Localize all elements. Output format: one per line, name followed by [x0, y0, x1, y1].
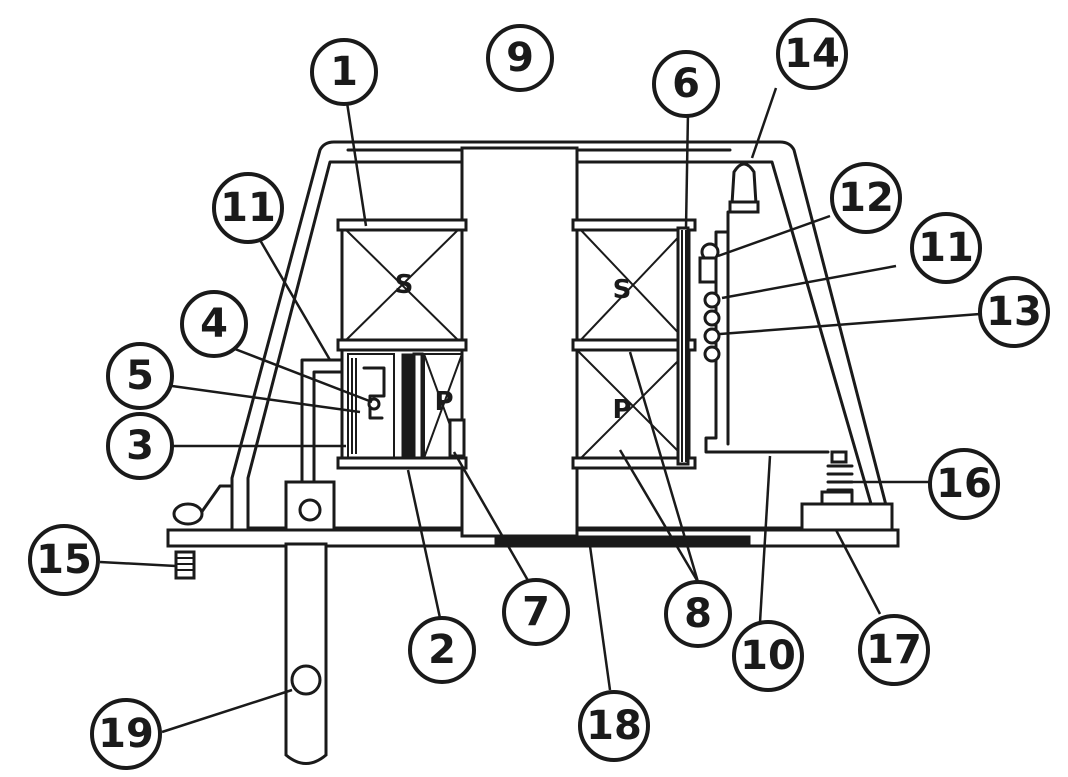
right-secondary-winding: S	[571, 218, 697, 352]
bracket	[172, 484, 234, 580]
callout-1: 1	[310, 38, 378, 106]
callout-13: 12	[830, 162, 902, 234]
callout-5: 5	[106, 342, 174, 410]
winding-label-s-right: S	[613, 275, 632, 305]
callout-8: 8	[664, 580, 732, 648]
svg-text:16: 16	[936, 461, 992, 507]
callout-10: 19	[90, 698, 162, 770]
svg-text:19: 19	[98, 711, 154, 757]
callout-14: 13	[978, 276, 1050, 348]
svg-text:9: 9	[506, 35, 534, 81]
callout-6: 6	[652, 50, 720, 118]
left-secondary-winding: S	[336, 218, 468, 352]
svg-text:3: 3	[126, 423, 154, 469]
svg-text:11: 11	[220, 185, 276, 231]
callout-4: 4	[180, 290, 248, 358]
relief-cap	[728, 162, 760, 214]
callout-15: 14	[776, 18, 848, 90]
terminal-arm	[284, 542, 328, 765]
callout-2: 2	[408, 616, 476, 684]
gasket-strip	[494, 535, 751, 545]
svg-text:1: 1	[330, 49, 358, 95]
core	[460, 146, 579, 538]
svg-text:2: 2	[428, 627, 456, 673]
callout-11-left: 11	[212, 172, 284, 244]
svg-text:13: 13	[986, 289, 1042, 335]
callout-11-right: 10	[732, 620, 804, 692]
terminal-box	[800, 502, 894, 532]
callout-16: 15	[28, 524, 100, 596]
cooling-tube	[698, 210, 830, 454]
leader-lines	[99, 87, 981, 734]
svg-text:4: 4	[200, 301, 228, 347]
callout-3: 3	[106, 412, 174, 480]
svg-text:12: 12	[838, 175, 894, 221]
svg-text:14: 14	[784, 31, 840, 77]
svg-text:10: 10	[740, 633, 796, 679]
svg-text:7: 7	[522, 589, 550, 635]
callout-18: 17	[858, 614, 930, 686]
callout-9: 9	[486, 24, 554, 92]
terminal-block	[284, 480, 336, 532]
svg-text:6: 6	[672, 61, 700, 107]
svg-text:15: 15	[36, 537, 92, 583]
callout-7: 7	[502, 578, 570, 646]
winding-label-s-left: S	[395, 270, 414, 300]
spring-contact	[820, 450, 854, 506]
callout-12: 11	[910, 212, 982, 284]
right-primary-winding: P	[571, 348, 697, 470]
right-insulating-barrier	[676, 226, 690, 466]
svg-text:5: 5	[126, 353, 154, 399]
svg-text:11: 11	[918, 225, 974, 271]
callout-17: 16	[928, 448, 1000, 520]
left-primary-winding: P	[336, 348, 468, 470]
winding-label-p-right: P	[612, 395, 631, 425]
callout-19: 18	[578, 690, 650, 762]
svg-text:18: 18	[586, 703, 642, 749]
svg-text:17: 17	[866, 627, 922, 673]
svg-text:8: 8	[684, 591, 712, 637]
winding-label-p-left: P	[434, 387, 453, 417]
tap-link	[300, 358, 344, 488]
